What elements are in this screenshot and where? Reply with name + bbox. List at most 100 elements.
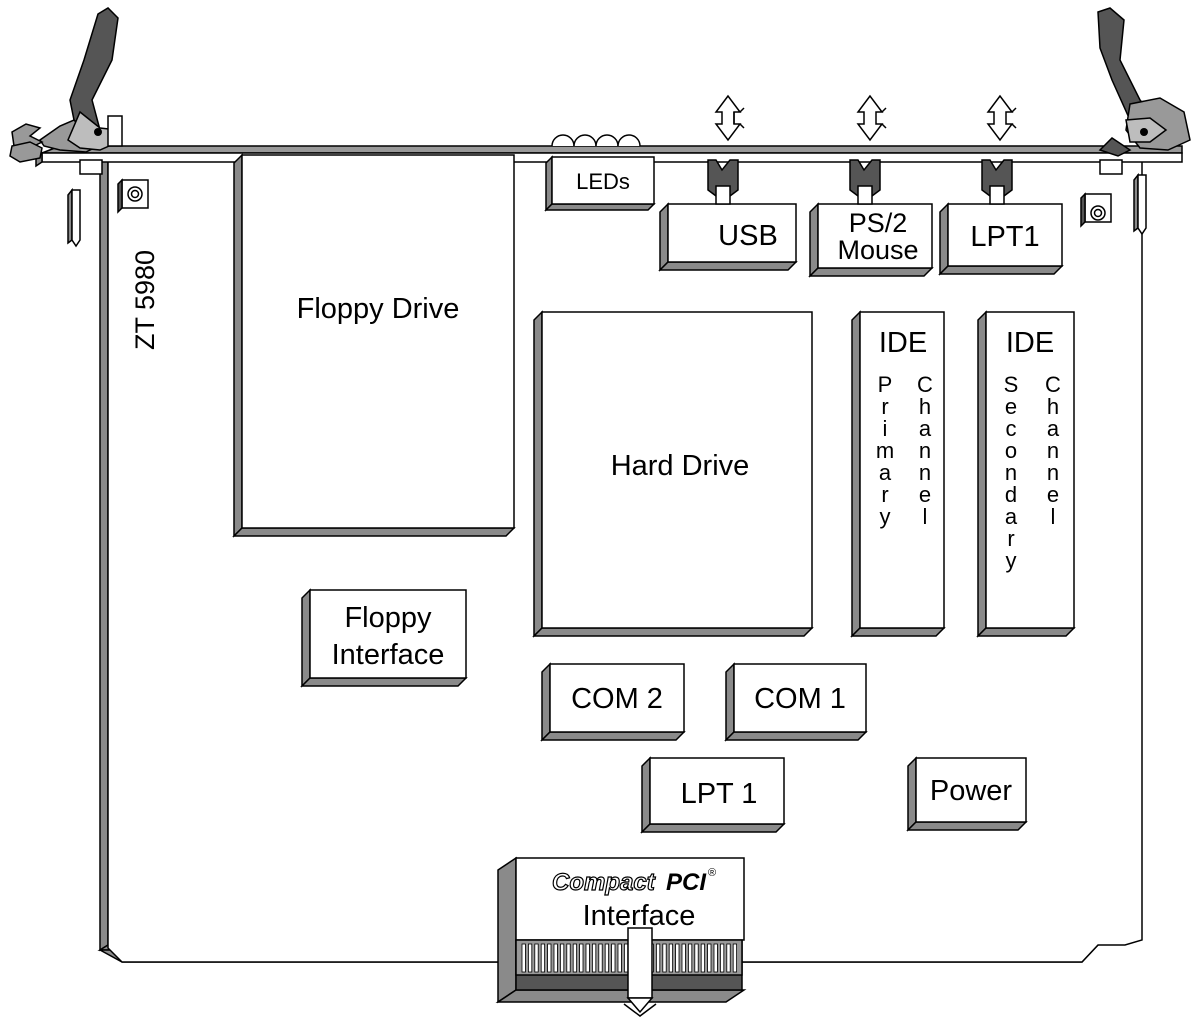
screw-right — [1080, 192, 1112, 228]
ide-letter: S — [1004, 372, 1019, 397]
hard-drive-label: Hard Drive — [611, 450, 750, 482]
connector-pin — [700, 943, 706, 973]
connector-pin — [604, 943, 610, 973]
com1-label: COM 1 — [754, 683, 846, 715]
compactpci-connector: Compact PCI ® Interface — [495, 856, 747, 1017]
ide-letter: n — [919, 460, 931, 485]
screw-left — [117, 178, 149, 214]
com2-connector: COM 2 — [540, 662, 686, 742]
connector-pin — [572, 943, 578, 973]
power-label: Power — [930, 775, 1013, 807]
ide-letter: a — [919, 416, 932, 441]
connector-pin — [547, 943, 552, 973]
compactpci-logo-compact: Compact — [552, 869, 656, 896]
ide-letter: h — [919, 394, 931, 419]
connector-pin — [585, 943, 590, 973]
connector-pin — [668, 943, 674, 973]
guide-pin-right — [1133, 172, 1147, 236]
connector-pin — [694, 943, 699, 973]
floppy-interface: Floppy Interface — [300, 588, 468, 688]
usb-arrow-icon — [714, 94, 745, 142]
compactpci-logo-reg: ® — [708, 867, 716, 879]
lpt1-internal-connector: LPT 1 — [640, 756, 786, 834]
ps2-label-line2: Mouse — [837, 235, 918, 265]
compactpci-label: Interface — [583, 900, 696, 932]
floppy-drive: Floppy Drive — [232, 153, 516, 538]
connector-pin — [681, 943, 686, 973]
ide-letter: h — [1047, 394, 1059, 419]
ide-letter: n — [1047, 438, 1059, 463]
ps2-arrow-icon — [856, 94, 887, 142]
ide-letter: n — [1047, 460, 1059, 485]
connector-pin — [521, 943, 526, 973]
com2-label: COM 2 — [571, 683, 663, 715]
connector-pin — [592, 943, 597, 973]
ide-letter: d — [1005, 482, 1017, 507]
lpt1-label: LPT1 — [970, 221, 1039, 253]
ide-letter: e — [919, 482, 931, 507]
ide-letter: n — [1005, 460, 1017, 485]
connector-pin — [617, 943, 622, 973]
ide-letter: P — [878, 372, 893, 397]
connector-pin — [713, 943, 718, 973]
lpt1-internal-label: LPT 1 — [681, 778, 758, 810]
ide-letter: C — [917, 372, 933, 397]
connector-pin — [528, 943, 533, 973]
ejector-handle-right[interactable] — [1097, 7, 1191, 157]
connector-pin — [726, 943, 731, 973]
lpt1-arrow-icon — [986, 94, 1017, 142]
ps2-label-line1: PS/2 — [849, 208, 908, 238]
ide-letter: r — [881, 394, 888, 419]
ide-letter: e — [1047, 482, 1059, 507]
compactpci-logo-pci: PCI — [666, 869, 707, 896]
leds-label: LEDs — [576, 169, 630, 194]
usb-label: USB — [718, 220, 778, 252]
ide-letter: l — [1051, 504, 1056, 529]
ide-letter: r — [881, 482, 888, 507]
ide-letter: a — [1047, 416, 1060, 441]
floppy-interface-label-line1: Floppy — [344, 602, 432, 634]
ps2-mouse-connector: PS/2 Mouse — [808, 159, 934, 278]
connector-pin — [688, 943, 693, 973]
connector-pin — [553, 943, 558, 973]
connector-pin — [656, 943, 661, 973]
connector-pin — [720, 943, 725, 973]
connector-pin — [566, 943, 571, 973]
leds-box: LEDs — [544, 155, 656, 212]
ide-letter: o — [1005, 438, 1017, 463]
ide-letter: r — [1007, 526, 1014, 551]
ide-letter: C — [1045, 372, 1061, 397]
connector-pin — [540, 943, 546, 973]
ide-letter: y — [880, 504, 891, 529]
ide-letter: a — [1005, 504, 1018, 529]
hard-drive: Hard Drive — [532, 310, 814, 638]
ide-letter: y — [1006, 548, 1017, 573]
guide-pin-left — [67, 187, 81, 248]
floppy-interface-label-line2: Interface — [332, 639, 445, 671]
board-model-label: ZT 5980 — [130, 250, 160, 350]
connector-pin — [598, 943, 603, 973]
ide-letter: n — [919, 438, 931, 463]
connector-pin — [560, 943, 565, 973]
compactpci-pins — [521, 943, 738, 973]
connector-pin — [675, 943, 680, 973]
ide-primary-title: IDE — [879, 327, 927, 359]
power-connector: Power — [906, 756, 1028, 832]
lpt1-connector: LPT1 — [938, 159, 1064, 276]
ide-letter: l — [923, 504, 928, 529]
connector-pin — [579, 943, 584, 973]
floppy-drive-label: Floppy Drive — [297, 293, 460, 325]
com1-connector: COM 1 — [724, 662, 868, 742]
ejector-handle-left[interactable] — [9, 7, 123, 163]
led-indicators — [551, 134, 641, 147]
ide-secondary-title: IDE — [1006, 327, 1054, 359]
ide-letter: e — [1005, 394, 1017, 419]
ide-letter: i — [883, 416, 888, 441]
